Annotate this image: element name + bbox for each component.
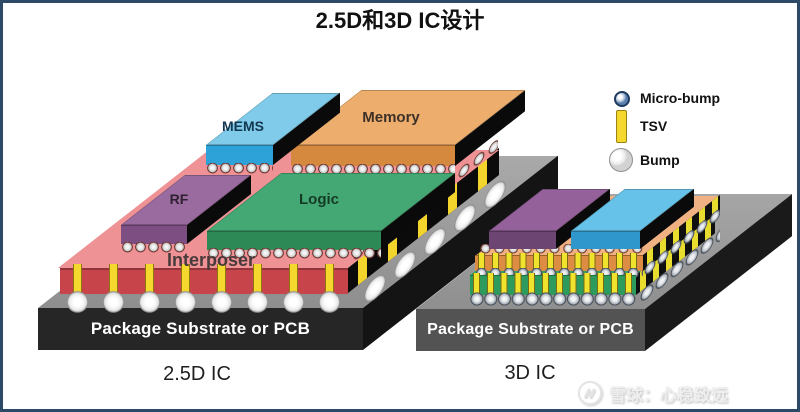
caption-3d-ic: 3D IC <box>504 362 556 384</box>
mems-chip-front-face <box>206 145 273 165</box>
legend-label-micro-bump: Micro-bump <box>640 90 721 106</box>
legend-label-tsv: TSV <box>640 118 668 134</box>
memory-chip-front-face <box>291 145 455 166</box>
bump-row <box>60 290 348 314</box>
page-title: 2.5D和3D IC设计 <box>315 8 485 33</box>
rf-chip-label: RF <box>169 191 189 207</box>
micro-bump-row <box>121 242 187 253</box>
watermark: 雪球：心稳致远 <box>578 377 796 409</box>
memory-chip-label: Memory <box>362 109 420 126</box>
micro-bump-row <box>206 163 273 174</box>
legend-label-bump: Bump <box>640 152 680 168</box>
substrate-label: Package Substrate or PCB <box>90 319 311 338</box>
logic-chip-label: Logic <box>299 191 339 208</box>
watermark-text: 雪球：心稳致远 <box>609 385 728 405</box>
snowball-logo-icon <box>578 381 602 405</box>
tsv-icon <box>616 110 627 143</box>
micro-bump-icon <box>614 91 630 107</box>
rf-chip-front-face <box>121 225 187 244</box>
bump-row <box>470 292 636 307</box>
blue-die-front-face <box>571 231 640 249</box>
tsv-row <box>475 253 643 272</box>
substrate-front-face: Package Substrate or PCB <box>38 308 363 350</box>
micro-bump-row <box>479 244 643 254</box>
micro-bump-row <box>291 164 455 175</box>
mems-chip-label: MEMS <box>222 118 264 134</box>
purple-die-front-face <box>489 231 556 249</box>
tsv-row <box>470 273 636 296</box>
substrate-front-face: Package Substrate or PCB <box>416 309 645 351</box>
interposer-label: Interposer <box>166 250 256 270</box>
caption-2-5d-ic: 2.5D IC <box>163 363 231 385</box>
micro-bump-row <box>207 248 381 259</box>
substrate-label: Package Substrate or PCB <box>427 321 634 338</box>
bump-icon <box>609 148 633 172</box>
logic-chip-front-face <box>207 231 381 250</box>
